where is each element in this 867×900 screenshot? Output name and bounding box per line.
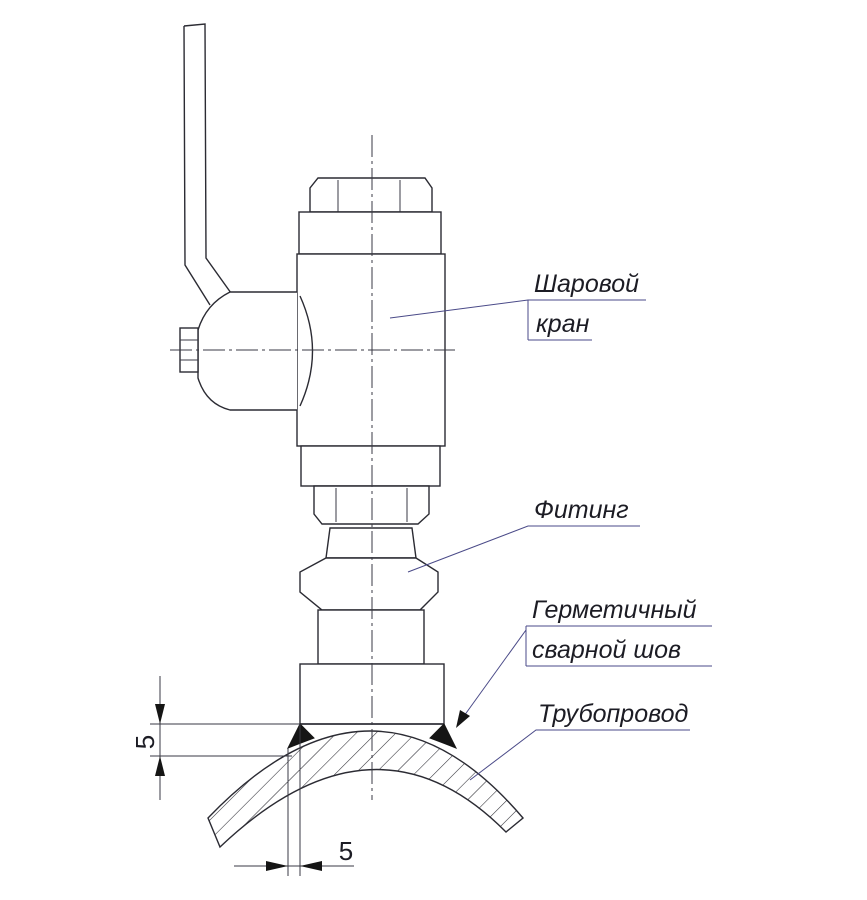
center-lines bbox=[170, 135, 455, 800]
label-ball-valve-line1: Шаровой bbox=[534, 270, 639, 298]
annotation-labels: Шаровой кран Фитинг Герметичный сварной … bbox=[532, 270, 697, 728]
label-weld-line1: Герметичный bbox=[532, 596, 697, 624]
lower-connection bbox=[300, 445, 441, 525]
weld-height-value: 5 bbox=[130, 735, 160, 749]
dimension-weld-height: 5 bbox=[130, 676, 300, 800]
label-pipeline: Трубопровод bbox=[538, 700, 688, 728]
valve-handle bbox=[183, 23, 237, 306]
weld-width-value: 5 bbox=[339, 836, 353, 866]
fitting bbox=[299, 527, 445, 725]
label-ball-valve-line2: кран bbox=[536, 310, 590, 338]
label-fitting: Фитинг bbox=[534, 496, 629, 524]
top-nut bbox=[298, 177, 442, 255]
leader-lines bbox=[389, 299, 712, 781]
dimension-weld-width: 5 bbox=[234, 724, 354, 876]
label-weld-line2: сварной шов bbox=[532, 636, 681, 664]
